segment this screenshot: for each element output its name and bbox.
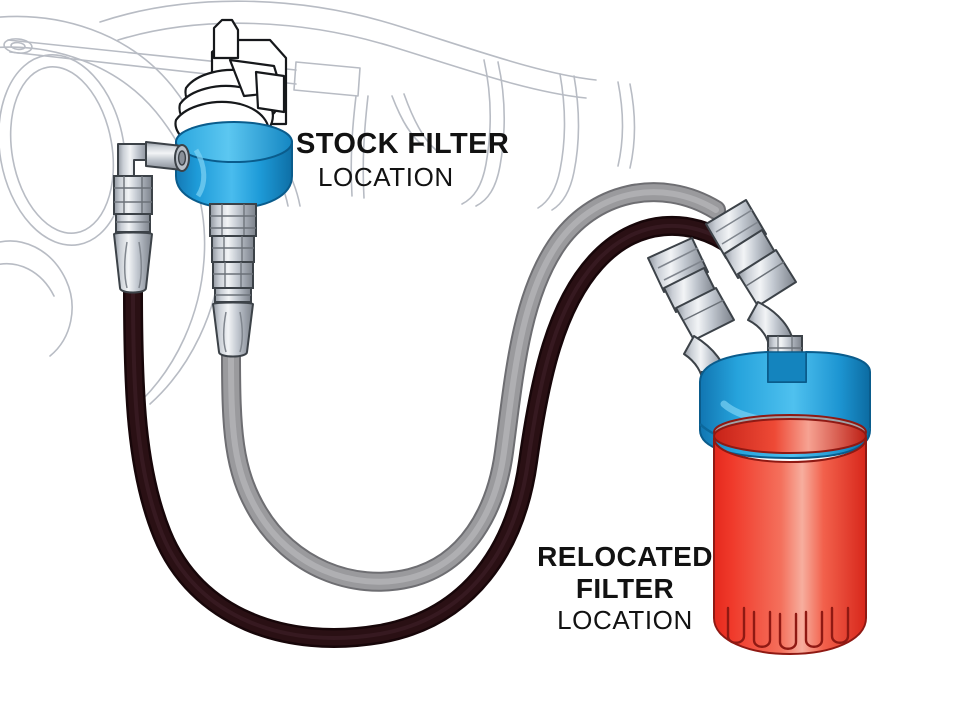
stock-filter-label-line2: LOCATION	[318, 162, 454, 192]
stock-outlet-fitting	[209, 203, 257, 358]
stock-filter-label: STOCK FILTER LOCATION	[296, 128, 510, 192]
relocated-filter-label-line1: RELOCATED	[537, 541, 713, 572]
relocated-fitting-upper	[705, 199, 803, 369]
return-hose-gray	[221, 182, 726, 592]
stock-elbow-fitting	[113, 141, 190, 294]
background-engine-lineart	[0, 0, 636, 405]
relocated-filter-label: RELOCATED FILTER LOCATION	[533, 541, 717, 635]
stock-filter-assembly	[113, 18, 293, 358]
supply-hose-dark	[123, 215, 742, 648]
relocated-filter-label-line3: LOCATION	[557, 605, 693, 635]
relocated-filter-canister	[713, 414, 867, 655]
relocated-filter-label-line2: FILTER	[575, 573, 675, 604]
stock-adapter-block	[175, 121, 293, 210]
stock-filter-label-line1: STOCK FILTER	[296, 128, 510, 160]
relocated-filter-assembly	[647, 199, 872, 655]
